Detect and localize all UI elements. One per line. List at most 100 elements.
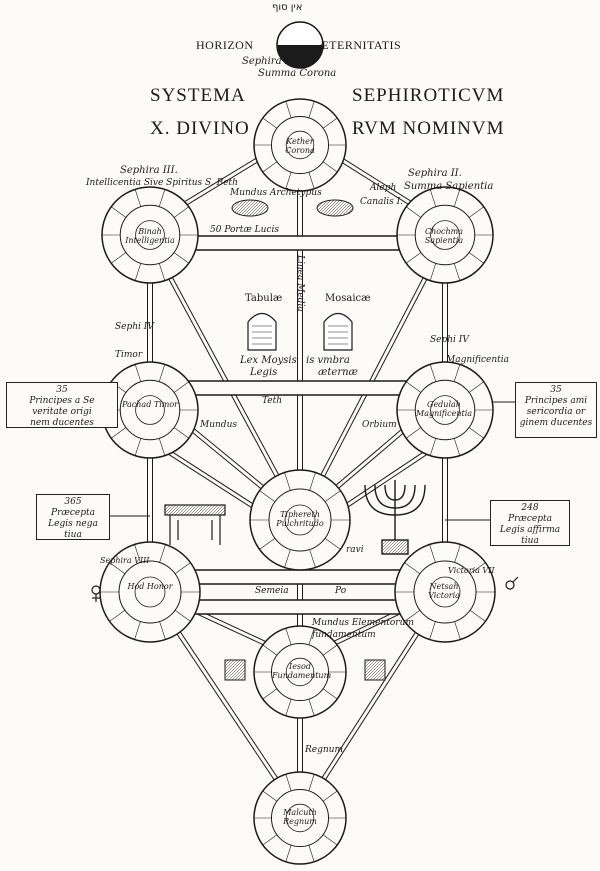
ravi-label: ravi	[346, 545, 364, 555]
sephira-tiphereth-divider	[309, 472, 316, 491]
portae-lucis-label: 50 Portæ Lucis	[210, 225, 279, 235]
sephira-netsah-divider	[404, 609, 421, 622]
sephira-chochma-divider	[453, 189, 461, 207]
sephira-pachad-divider	[110, 427, 127, 439]
sephira-tiphereth-divider	[309, 549, 316, 568]
sephira-binah-divider	[110, 252, 127, 264]
legis-label: Legis	[250, 367, 278, 378]
sephira-hod-divider	[134, 544, 141, 563]
sephira-chochma-divider	[429, 189, 437, 207]
sephira-netsah-divider	[469, 609, 486, 622]
sephira-gedulah-core	[430, 395, 460, 425]
summa-corona-label: Summa Corona	[258, 68, 337, 79]
sephira-netsah-divider	[454, 621, 461, 640]
ein-sof-hebrew: אין סוף	[272, 2, 303, 13]
sephira-kether-divider	[285, 101, 292, 118]
sephira-hod-divider	[109, 609, 126, 622]
orbium-label: Orbium	[362, 420, 397, 430]
sephira-kether-divider	[285, 172, 292, 189]
umbra-label: is vmbra	[306, 355, 350, 366]
sephira-hod-divider	[174, 562, 191, 575]
sephira-chochma-divider	[405, 206, 422, 218]
sephira-malcuth-divider	[322, 834, 338, 846]
sephira-malcuth-divider	[308, 774, 315, 791]
sephira-gedulah-divider	[453, 438, 461, 456]
sephira-binah-divider	[173, 252, 190, 264]
sephira-pachad-divider	[134, 438, 142, 456]
sephira-hod-divider	[134, 621, 141, 640]
sephira-tiphereth-divider	[284, 472, 291, 491]
sephira-malcuth-divider	[262, 790, 278, 802]
sephira-prima-label: Sephira Prima	[242, 56, 315, 67]
node-iesod-name: Iesod Fundamentum	[272, 662, 332, 680]
sephira-binah-divider	[134, 263, 142, 281]
node-pachad-name: Pachad Timor	[122, 400, 178, 409]
sephira-gedulah-divider	[429, 364, 437, 382]
sephira-iesod-divider	[285, 699, 292, 716]
sephira-chochma-divider	[429, 263, 437, 281]
mundus-label: Mundus	[200, 420, 237, 430]
sephira-malcuth-divider	[322, 790, 338, 802]
sephira-netsah-divider	[454, 544, 461, 563]
sephira-iv-left-label: Sephi IV	[115, 322, 154, 332]
victoria-vii-label: Victoria VII	[448, 566, 495, 575]
sephira-iesod-divider	[262, 688, 278, 700]
sephira-kether-core	[285, 130, 315, 160]
fundamentum-label: fundamentum	[312, 630, 376, 640]
teth-label: Teth	[262, 396, 283, 406]
sephira-tiphereth-divider	[259, 490, 276, 503]
magnificentia-label: Magnificentia	[446, 355, 510, 365]
sephira-iesod-core	[285, 657, 315, 687]
lex-moysis-label: Lex Moysis	[240, 355, 297, 366]
node-tiphereth-name: Tiphereth Pulchritudo	[276, 510, 324, 528]
sephira-pachad-divider	[158, 438, 166, 456]
node-binah-name: Binah Intelligentia	[125, 227, 175, 245]
horizon-right-label: ÆTERNITATIS	[318, 38, 402, 52]
sephira-netsah-divider	[429, 621, 436, 640]
semeia-label: Semeia	[255, 586, 289, 596]
regnum-label: Regnum	[305, 745, 343, 755]
horizon-left-label: HORIZON	[196, 38, 254, 52]
sephira-pachad-divider	[158, 364, 166, 382]
sephira-tiphereth-divider	[259, 537, 276, 550]
po-label: Po	[335, 586, 347, 596]
sephira-pachad-divider	[134, 364, 142, 382]
sephira-netsah-divider	[429, 544, 436, 563]
sephira-chochma-divider	[405, 252, 422, 264]
sephira-hod-divider	[109, 562, 126, 575]
sephira-tiphereth-divider	[324, 490, 341, 503]
sephira-kether-divider	[322, 117, 338, 129]
sephira-tiphereth-divider	[324, 537, 341, 550]
sephira-tiphereth-core	[284, 504, 316, 536]
aeternae-label: æternæ	[318, 367, 358, 378]
sephira-tiphereth-divider	[284, 549, 291, 568]
sephira-binah-divider	[110, 206, 127, 218]
sephira-iesod-divider	[308, 699, 315, 716]
title-right-2: RVM NOMINVM	[352, 118, 505, 139]
mundus-elementorum-label: Mundus Elementorum	[312, 618, 414, 628]
sephira-binah-divider	[158, 189, 166, 207]
node-chochma-name: Chochma Sapientia	[424, 227, 464, 245]
sephira-iesod-divider	[262, 644, 278, 656]
node-netsah-name: Netsah Victoria	[428, 582, 460, 600]
sephira-iesod-divider	[322, 688, 338, 700]
sephira-kether-divider	[308, 101, 315, 118]
sephira-netsah-divider	[469, 562, 486, 575]
sephira-gedulah-divider	[405, 427, 422, 439]
sephira-hod-divider	[159, 544, 166, 563]
aleph-label: Aleph	[370, 183, 397, 193]
sephira-binah-divider	[134, 189, 142, 207]
sephira-binah-divider	[158, 263, 166, 281]
sephira-ii-label: Sephira II.	[408, 168, 462, 179]
mundus-archetypus-label: Mundus Archetypus	[230, 188, 322, 198]
sephira-kether-divider	[322, 161, 338, 173]
sephira-hod-core	[134, 576, 166, 608]
title-left-1: SYSTEMA	[150, 85, 246, 106]
sephira-gedulah-divider	[468, 427, 485, 439]
sephira-malcuth-core	[285, 803, 315, 833]
sephira-hod-divider	[159, 621, 166, 640]
